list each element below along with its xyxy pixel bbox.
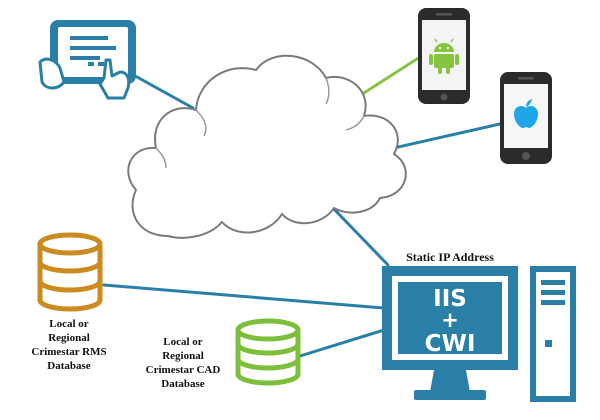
monitor-line-cwi: CWI bbox=[425, 331, 476, 357]
monitor-icon bbox=[382, 266, 518, 400]
monitor-plus: + bbox=[441, 308, 459, 332]
cad-database-icon bbox=[235, 318, 301, 386]
rms-label-line: Crimestar RMS bbox=[31, 346, 106, 358]
cloud-icon bbox=[127, 54, 407, 239]
rms-server-line bbox=[102, 283, 386, 310]
cad-database-label: Local or Regional Crimestar CAD Database bbox=[146, 336, 221, 390]
android-phone-icon bbox=[418, 8, 470, 104]
cad-label-line: Local or bbox=[163, 336, 203, 348]
rms-label-line: Database bbox=[47, 360, 91, 372]
connection-lines bbox=[102, 55, 502, 358]
rms-label-line: Local or bbox=[49, 318, 89, 330]
cad-label-line: Database bbox=[161, 378, 205, 390]
rms-label-line: Regional bbox=[48, 332, 90, 344]
tablet-cloud-line bbox=[126, 70, 195, 110]
static-ip-label: Static IP Address bbox=[406, 250, 494, 264]
cloud-server-line bbox=[330, 205, 390, 267]
apple-phone-icon bbox=[500, 72, 552, 164]
rms-database-label: Local or Regional Crimestar RMS Database bbox=[31, 318, 106, 372]
server-tower-icon bbox=[530, 266, 576, 402]
cad-label-line: Crimestar CAD bbox=[146, 364, 221, 376]
tablet-touch-icon bbox=[38, 20, 136, 100]
monitor-line-iis: IIS bbox=[433, 286, 467, 312]
cad-server-line bbox=[298, 328, 386, 358]
rms-database-icon bbox=[37, 232, 103, 312]
cad-label-line: Regional bbox=[162, 350, 204, 362]
